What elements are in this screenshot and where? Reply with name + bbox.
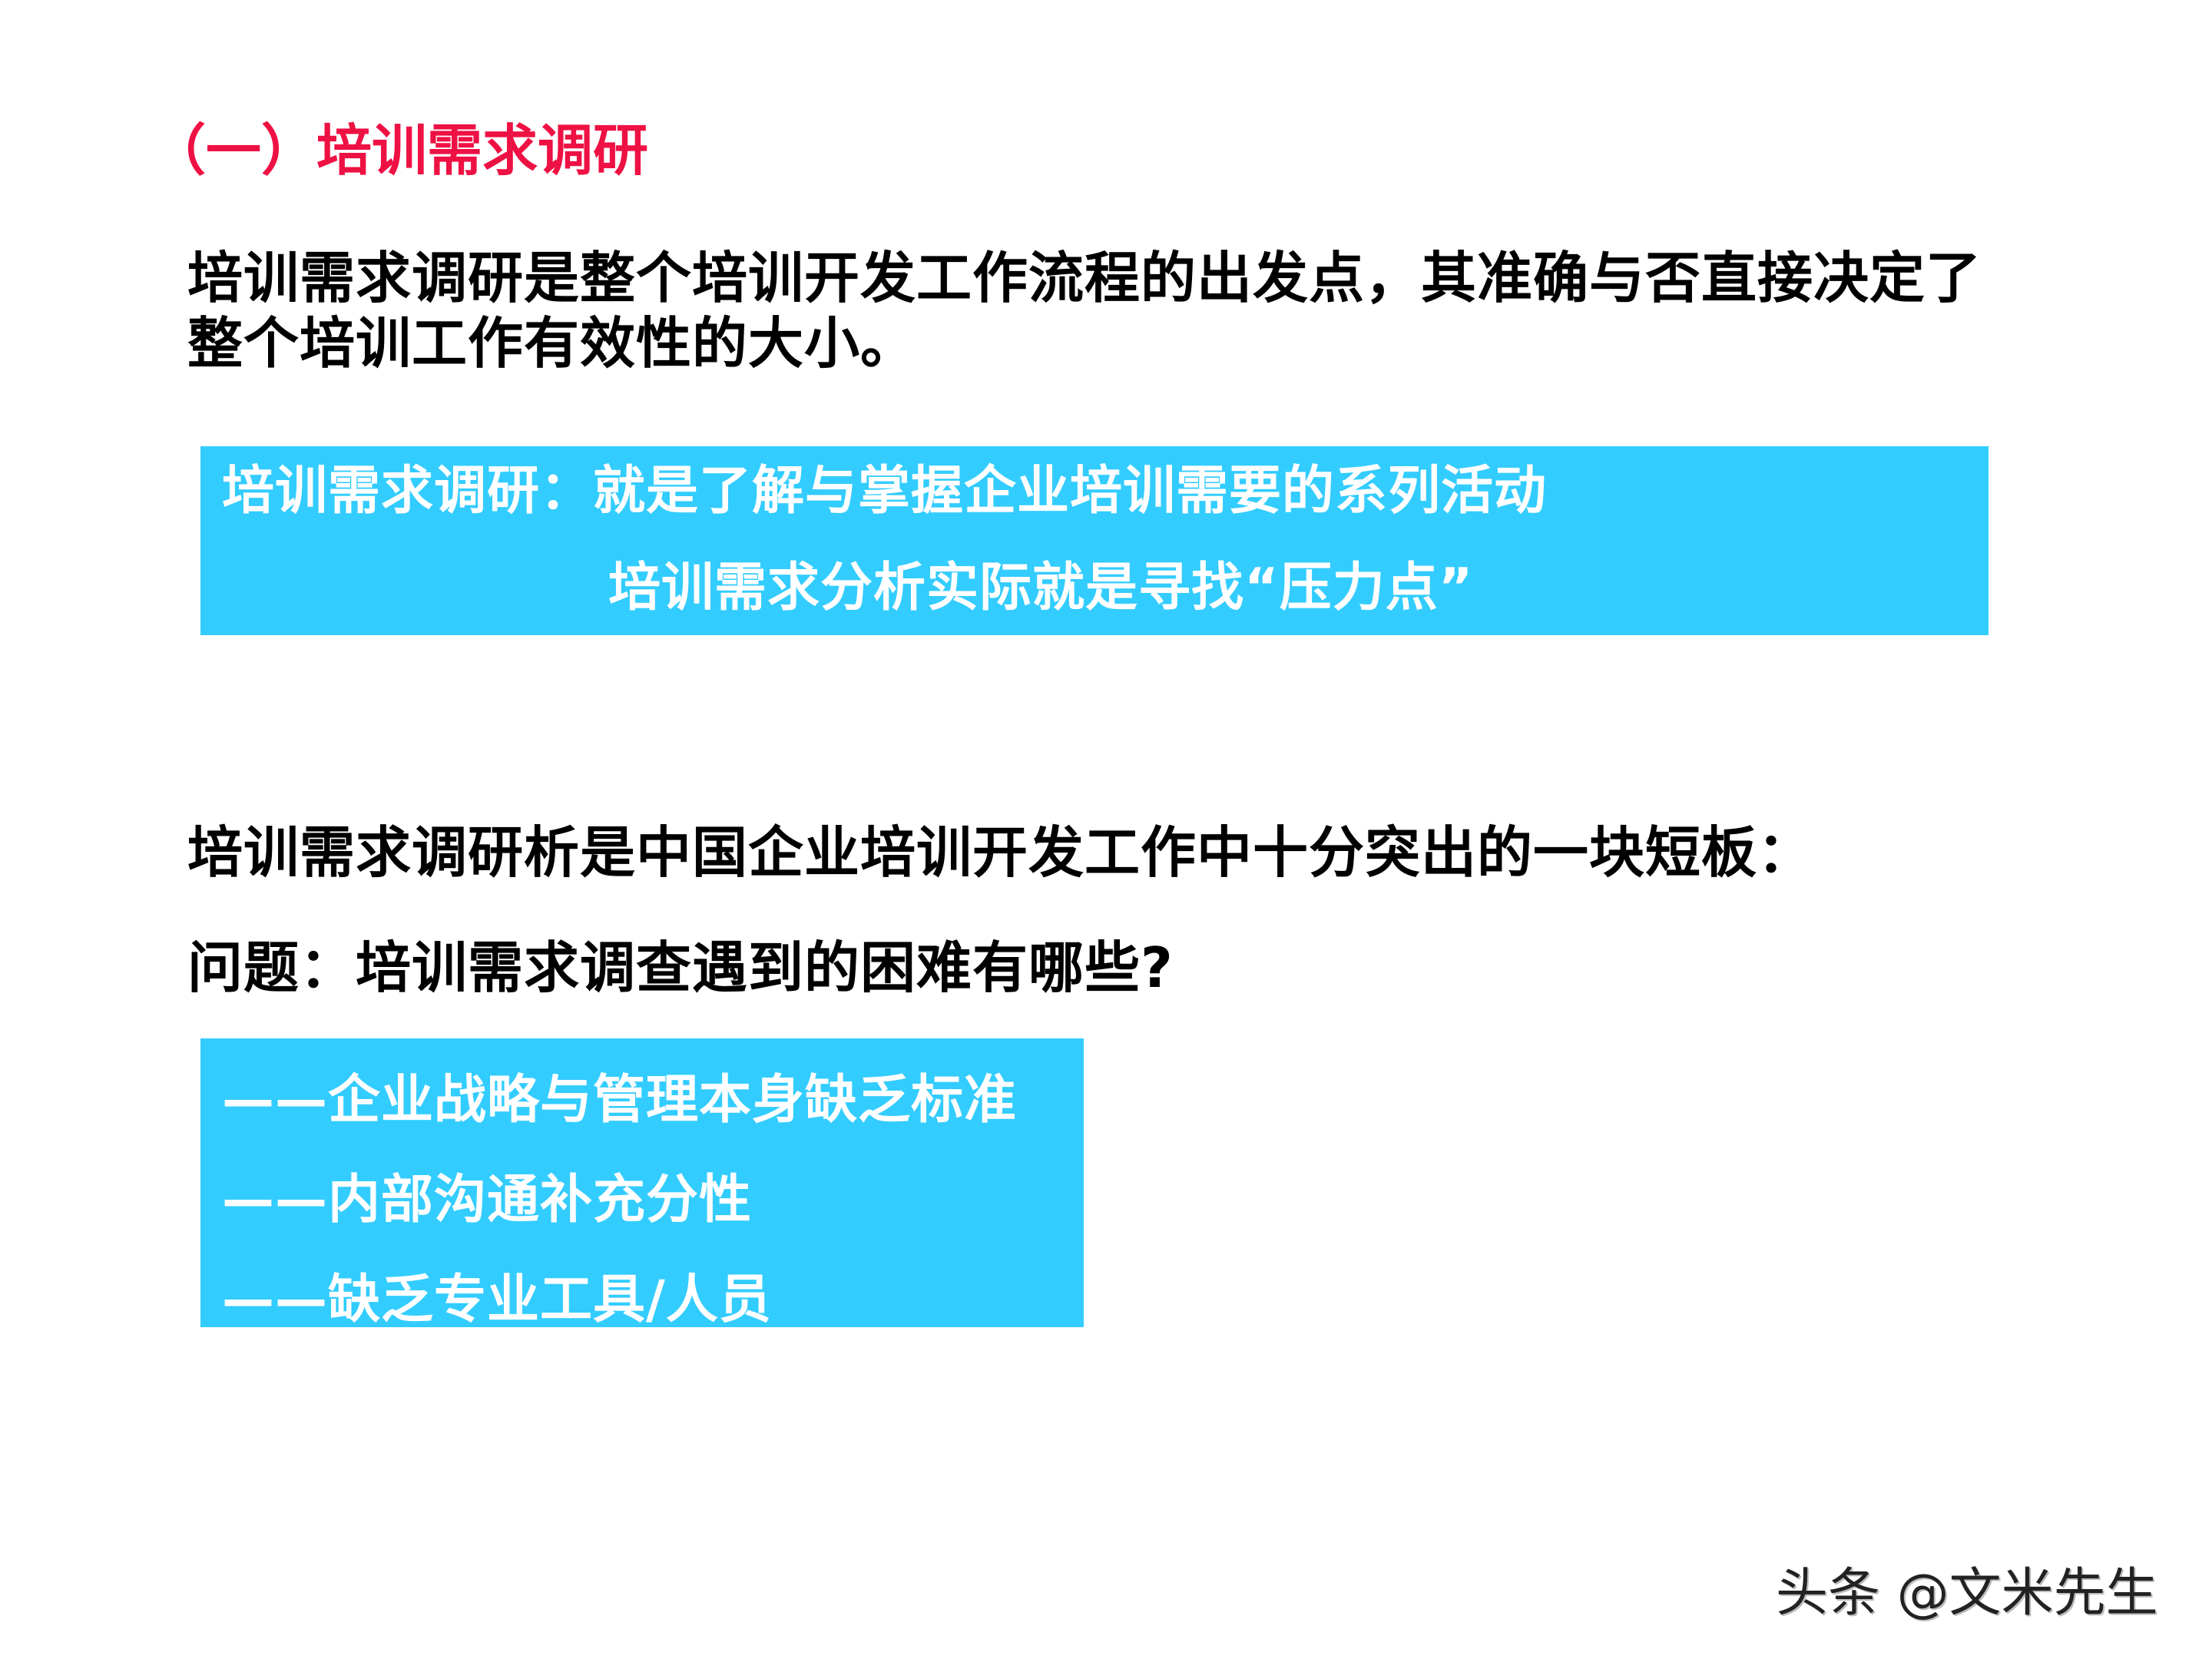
definition-box: 培训需求调研：就是了解与掌握企业培训需要的系列活动 培训需求分析实际就是寻找“压… xyxy=(200,446,1988,635)
difficulties-box: ——企业战略与管理本身缺乏标准 ——内部沟通补充分性 ——缺乏专业工具/人员 xyxy=(200,1038,1084,1330)
section-title: （一）培训需求调研 xyxy=(151,118,649,183)
difficulty-item: ——内部沟通补充分性 xyxy=(222,1170,753,1230)
difficulty-item: ——企业战略与管理本身缺乏标准 xyxy=(222,1070,1018,1131)
intro-line-2: 整个培训工作有效性的大小。 xyxy=(187,311,917,376)
definition-line-2: 培训需求分析实际就是寻找“压力点” xyxy=(608,558,1474,618)
intro-paragraph: 培训需求调研是整个培训开发工作流程的出发点，其准确与否直接决定了 整个培训工作有… xyxy=(187,246,1982,376)
question-text: 问题：培训需求调查遇到的困难有哪些? xyxy=(187,935,1174,1000)
watermark: 头条 @文米先生 xyxy=(1776,1563,2158,1624)
weakness-statement: 培训需求调研析是中国企业培训开发工作中十分突出的一块短板： xyxy=(187,820,1814,885)
difficulty-item: ——缺乏专业工具/人员 xyxy=(222,1270,772,1330)
intro-line-1: 培训需求调研是整个培训开发工作流程的出发点，其准确与否直接决定了 xyxy=(187,246,1982,310)
definition-line-1: 培训需求调研：就是了解与掌握企业培训需要的系列活动 xyxy=(222,461,1548,522)
